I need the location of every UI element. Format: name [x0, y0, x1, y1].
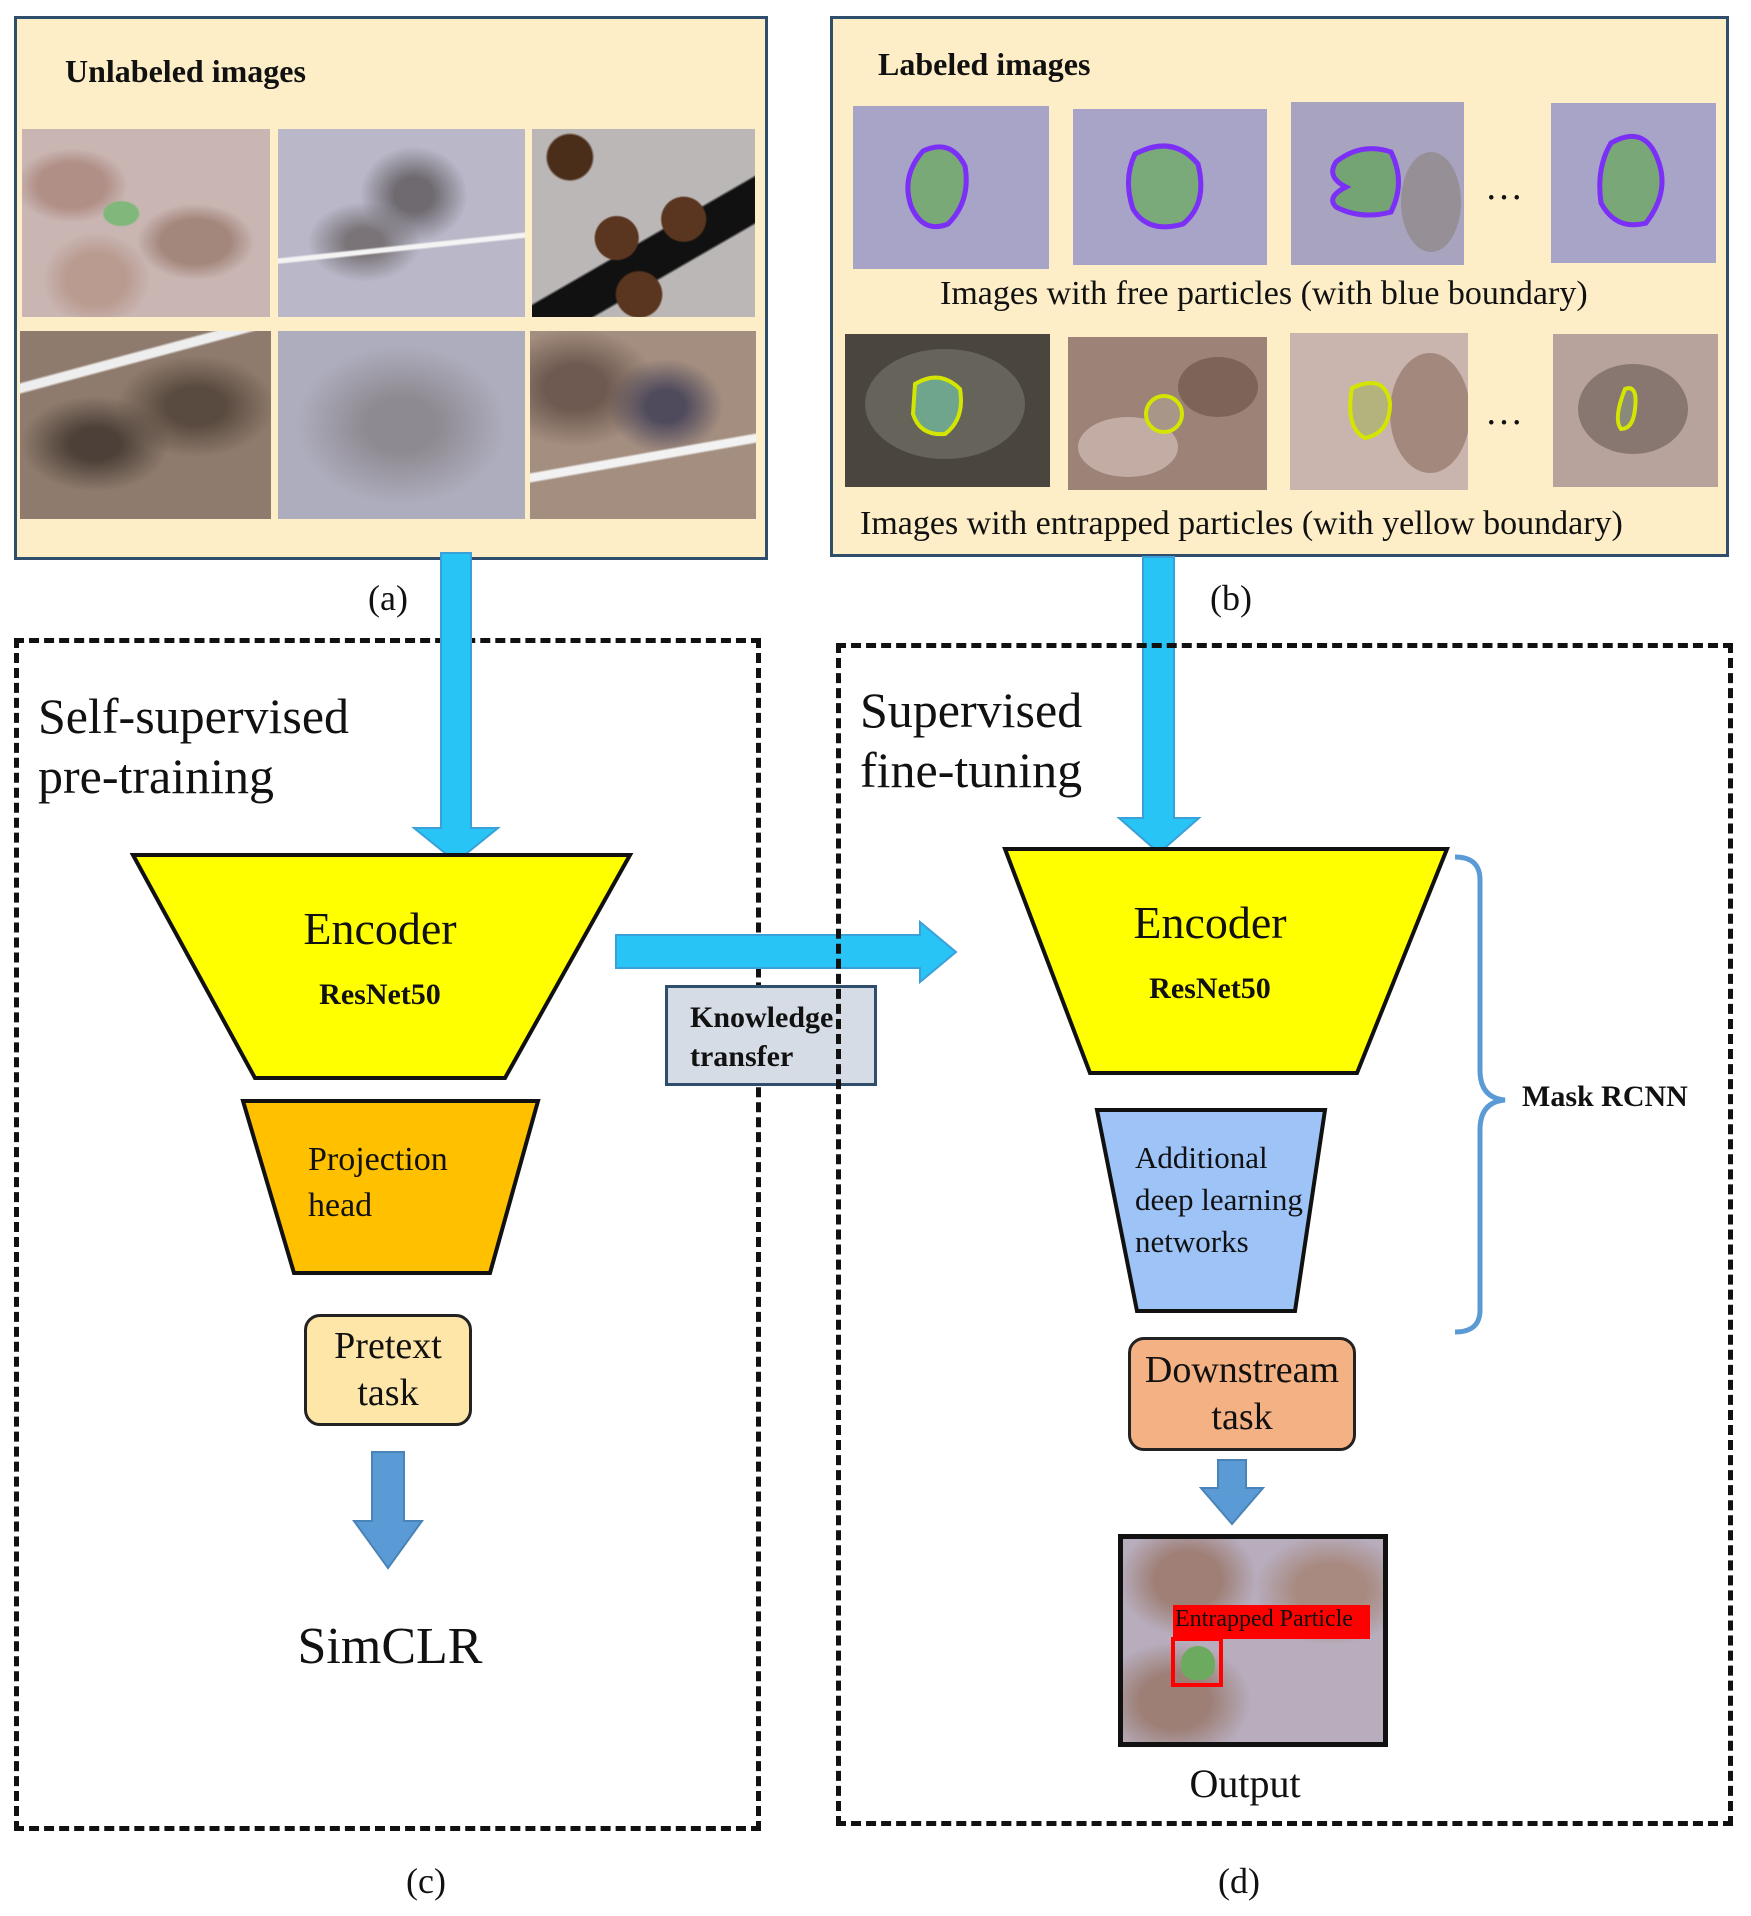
additional-networks-line3: networks	[1135, 1223, 1249, 1259]
additional-networks-shape	[1094, 1108, 1328, 1313]
output-image: Entrapped Particle	[1118, 1534, 1388, 1747]
knowledge-transfer-line1: Knowledge	[690, 1001, 834, 1034]
additional-networks-line1: Additional	[1135, 1140, 1268, 1175]
entrapped-particle-image-2	[1068, 337, 1267, 490]
entrapped-particles-ellipsis: …	[1485, 391, 1523, 433]
pretext-to-simclr-arrow	[352, 1451, 424, 1570]
free-particle-image-2	[1073, 109, 1267, 265]
knowledge-transfer-arrow	[615, 919, 958, 985]
panel-a-label: (a)	[368, 578, 408, 618]
free-particles-caption: Images with free particles (with blue bo…	[940, 275, 1588, 312]
free-particle-image-1	[853, 106, 1049, 269]
supervised-title-line1: Supervised	[860, 682, 1083, 738]
free-particles-ellipsis: …	[1485, 166, 1523, 208]
entrapped-particle-image-4	[1553, 334, 1718, 487]
entrapped-particle-image-3	[1290, 333, 1468, 490]
unlabeled-images-title: Unlabeled images	[65, 53, 306, 89]
finetune-encoder-shape	[1002, 847, 1450, 1075]
unlabeled-image-5	[278, 331, 525, 519]
supervised-title-line2: fine-tuning	[860, 742, 1083, 798]
self-supervised-title-line2: pre-training	[38, 748, 275, 804]
panel-c-label: (c)	[406, 1861, 446, 1901]
projection-head-label: Projection head	[308, 1137, 448, 1229]
labeled-images-title: Labeled images	[878, 46, 1091, 82]
detection-box	[1171, 1637, 1223, 1687]
additional-networks-line2: deep learning	[1135, 1181, 1303, 1217]
unlabeled-image-4	[20, 331, 271, 519]
labeled-to-encoder-arrow	[1116, 556, 1202, 855]
supervised-title: Supervised fine-tuning	[860, 680, 1082, 800]
free-particle-image-4	[1551, 103, 1716, 263]
simclr-label: SimCLR	[297, 1618, 483, 1675]
finetune-encoder-title: Encoder	[1133, 897, 1287, 948]
supervised-region	[836, 643, 1733, 1826]
unlabeled-image-6	[530, 331, 756, 519]
projection-head-line1: Projection	[308, 1141, 448, 1178]
pretext-task-box: Pretext task	[304, 1314, 472, 1426]
pretrain-encoder-model: ResNet50	[319, 978, 441, 1011]
pretext-task-line1: Pretext	[334, 1324, 442, 1367]
knowledge-transfer-box: Knowledge transfer	[665, 985, 877, 1086]
unlabeled-image-2	[278, 129, 525, 317]
downstream-task-line2: task	[1211, 1396, 1273, 1438]
unlabeled-image-1	[22, 129, 270, 317]
detection-label-bar	[1173, 1605, 1370, 1639]
entrapped-particles-caption: Images with entrapped particles (with ye…	[860, 505, 1623, 542]
entrapped-particle-image-1	[845, 334, 1050, 487]
self-supervised-title: Self-supervised pre-training	[38, 686, 349, 806]
finetune-encoder-model: ResNet50	[1149, 972, 1271, 1005]
detected-particle	[1181, 1646, 1215, 1680]
unlabeled-image-3	[532, 129, 755, 317]
panel-d-label: (d)	[1218, 1861, 1260, 1901]
downstream-task-line1: Downstream	[1144, 1348, 1340, 1391]
projection-head-shape	[240, 1099, 541, 1275]
downstream-task-box: Downstream task	[1128, 1337, 1356, 1451]
pretrain-encoder-shape	[129, 853, 634, 1080]
self-supervised-title-line1: Self-supervised	[38, 688, 350, 744]
detection-label-text: Entrapped Particle	[1175, 1606, 1353, 1632]
mask-rcnn-brace	[1454, 854, 1506, 1335]
free-particle-image-3	[1291, 102, 1464, 265]
additional-networks-label: Additional deep learning networks	[1135, 1137, 1303, 1263]
mask-rcnn-label: Mask RCNN	[1522, 1080, 1688, 1113]
projection-head-line2: head	[308, 1186, 373, 1224]
pretext-task-line2: task	[357, 1372, 419, 1414]
panel-b-label: (b)	[1210, 578, 1252, 618]
self-supervised-region	[14, 638, 761, 1831]
output-caption: Output	[1189, 1761, 1301, 1806]
downstream-to-output-arrow	[1198, 1459, 1266, 1526]
knowledge-transfer-line2: transfer	[690, 1040, 794, 1073]
pretrain-encoder-title: Encoder	[303, 903, 457, 954]
unlabeled-to-encoder-arrow	[411, 552, 501, 864]
